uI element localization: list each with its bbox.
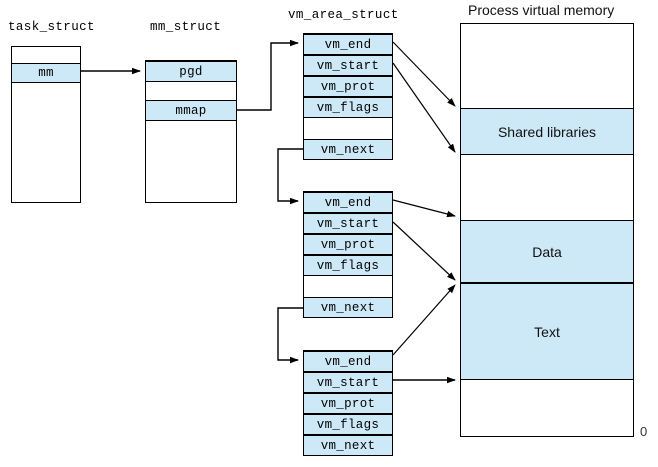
task-struct-row-blank-bottom <box>12 83 80 202</box>
label-zero-address: 0 <box>640 424 648 439</box>
arrow-vma1-end-to-shared-libraries-top <box>392 41 456 107</box>
task-struct-row-blank-top <box>12 47 80 63</box>
task-struct-row-mm: mm <box>12 63 80 83</box>
mm-struct-row-pgd: pgd <box>146 61 236 82</box>
arrow-vma1-start-to-shared-libraries-bottom <box>392 62 456 153</box>
vma3-row-vm-flags: vm_flags <box>304 414 392 435</box>
segment-blank-top <box>461 24 633 108</box>
vma2-row-vm-flags: vm_flags <box>304 255 392 276</box>
arrow-mmap-to-vma1 <box>237 39 299 111</box>
vm-area-struct-3-box: vm_end vm_start vm_prot vm_flags vm_next <box>303 350 393 456</box>
vma1-row-vm-next: vm_next <box>304 139 392 160</box>
process-virtual-memory-box: Shared libraries Data Text <box>460 23 634 437</box>
label-vm-area-struct: vm_area_struct <box>288 8 399 22</box>
vma2-row-vm-start: vm_start <box>304 213 392 234</box>
segment-text: Text <box>461 283 633 380</box>
vma1-row-vm-end: vm_end <box>304 34 392 55</box>
vma3-row-vm-next: vm_next <box>304 435 392 456</box>
vm-area-struct-2-box: vm_end vm_start vm_prot vm_flags vm_next <box>303 191 393 318</box>
vma2-row-blank <box>304 276 392 297</box>
segment-blank-mid <box>461 155 633 220</box>
label-process-virtual-memory: Process virtual memory <box>468 2 615 18</box>
label-task-struct: task_struct <box>8 20 95 34</box>
vma2-row-vm-prot: vm_prot <box>304 234 392 255</box>
arrow-vma2-end-to-data-top <box>392 199 456 218</box>
label-mm-struct: mm_struct <box>150 20 222 34</box>
mm-struct-row-blank-mid <box>146 82 236 100</box>
vma1-row-vm-start: vm_start <box>304 55 392 76</box>
arrow-vma2-next-to-vma3 <box>277 307 303 364</box>
mm-struct-row-blank-bottom <box>146 121 236 201</box>
mm-struct-row-mmap: mmap <box>146 100 236 121</box>
vma1-row-vm-flags: vm_flags <box>304 97 392 118</box>
arrow-vma2-start-to-data-bottom <box>392 221 456 281</box>
segment-blank-bottom <box>461 380 633 435</box>
vma2-row-vm-end: vm_end <box>304 192 392 213</box>
mm-struct-box: pgd mmap <box>145 60 237 203</box>
segment-data: Data <box>461 220 633 283</box>
vma2-row-vm-next: vm_next <box>304 297 392 318</box>
arrow-vma1-next-to-vma2 <box>277 148 303 205</box>
arrow-vma3-end-to-text-top <box>392 284 456 356</box>
task-struct-box: mm <box>11 46 81 203</box>
segment-shared-libraries: Shared libraries <box>461 108 633 155</box>
vma1-row-blank <box>304 118 392 139</box>
vma3-row-vm-end: vm_end <box>304 351 392 372</box>
vma3-row-vm-prot: vm_prot <box>304 393 392 414</box>
vm-area-struct-1-box: vm_end vm_start vm_prot vm_flags vm_next <box>303 33 393 160</box>
vma1-row-vm-prot: vm_prot <box>304 76 392 97</box>
vma3-row-vm-start: vm_start <box>304 372 392 393</box>
